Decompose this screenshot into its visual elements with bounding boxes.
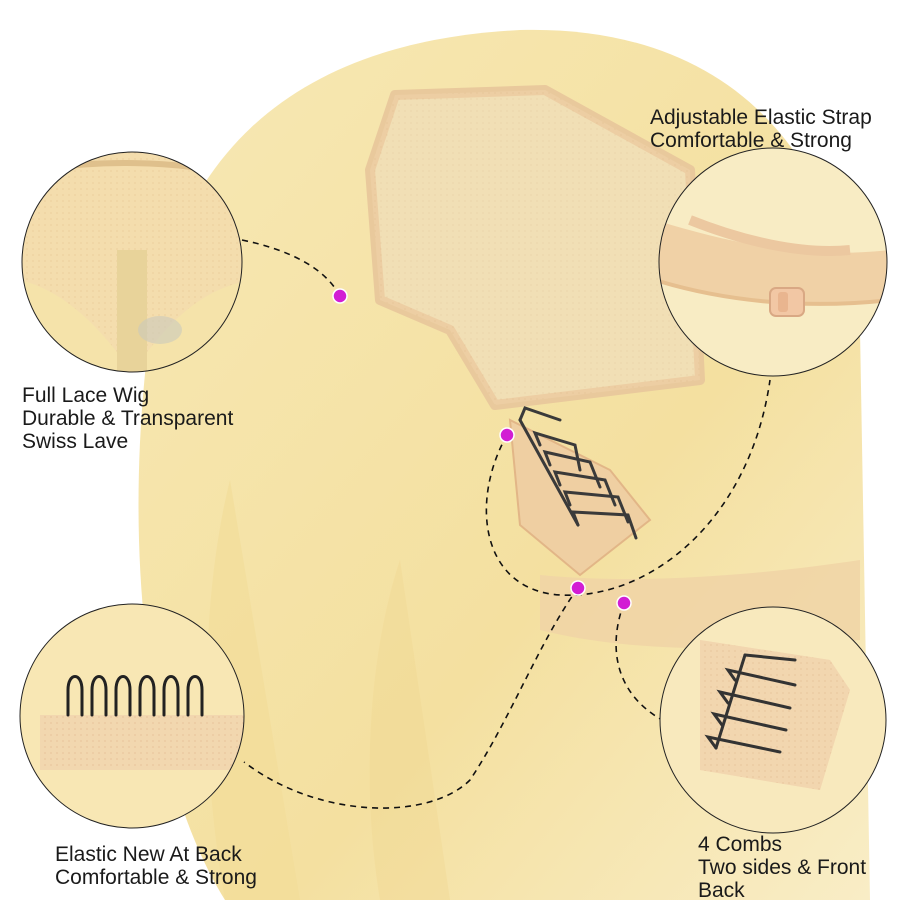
cap-comb	[508, 406, 652, 577]
marker-side-comb	[616, 595, 632, 611]
detail-elastic-back	[19, 603, 245, 829]
marker-comb-front	[499, 427, 515, 443]
detail-combs	[659, 606, 887, 834]
label-adjustable-strap: Adjustable Elastic Strap Comfortable & S…	[650, 106, 872, 152]
label-full-lace: Full Lace Wig Durable & Transparent Swis…	[22, 384, 234, 453]
marker-back-elastic	[570, 580, 586, 596]
label-combs: 4 Combs Two sides & Front Back	[698, 833, 867, 902]
marker-full-lace	[332, 288, 348, 304]
label-elastic-back: Elastic New At Back Comfortable & Strong	[55, 843, 257, 889]
leader-lines	[241, 239, 771, 809]
detail-strap	[658, 147, 888, 377]
